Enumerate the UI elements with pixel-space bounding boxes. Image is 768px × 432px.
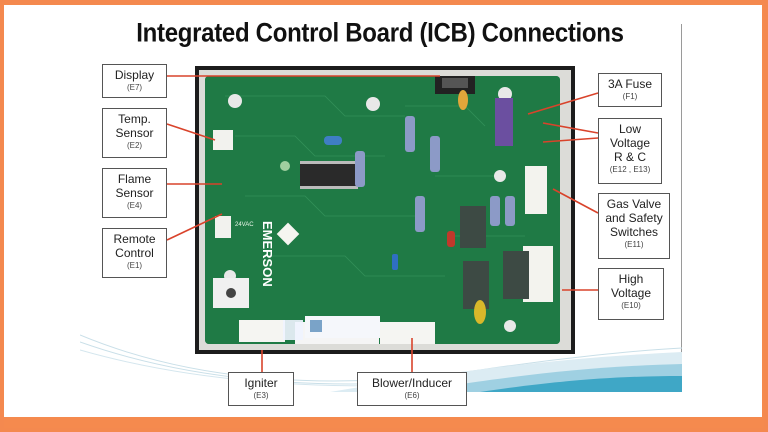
label-fuse-name: 3A Fuse bbox=[607, 77, 653, 91]
label-igniter-name: Igniter bbox=[244, 376, 278, 390]
label-gas-valve: Gas Valve and Safety Switches (E11) bbox=[598, 193, 670, 259]
label-igniter: Igniter (E3) bbox=[228, 372, 294, 406]
label-display-code: (E7) bbox=[126, 83, 143, 92]
circuit-board-graphic: EMERSON 24VAC bbox=[205, 76, 560, 344]
label-blower-name: Blower/Inducer bbox=[371, 376, 453, 390]
label-flame-sensor: Flame Sensor (E4) bbox=[102, 168, 167, 218]
label-remote-control-line2: Control bbox=[115, 246, 154, 260]
label-remote-control-code: (E1) bbox=[126, 261, 143, 270]
svg-text:EMERSON: EMERSON bbox=[260, 221, 275, 287]
label-remote-control-line1: Remote bbox=[113, 232, 156, 246]
label-igniter-code: (E3) bbox=[253, 391, 269, 400]
label-temp-sensor-line1: Temp. bbox=[118, 112, 151, 126]
label-flame-sensor-line1: Flame bbox=[117, 172, 152, 186]
label-fuse: 3A Fuse (F1) bbox=[598, 73, 662, 107]
label-temp-sensor-code: (E2) bbox=[126, 141, 143, 150]
label-low-voltage-line3: R & C bbox=[613, 150, 646, 164]
label-display-name: Display bbox=[114, 68, 155, 82]
label-fuse-code: (F1) bbox=[622, 92, 638, 101]
label-high-voltage-code: (E10) bbox=[621, 301, 641, 310]
label-low-voltage-line1: Low bbox=[618, 122, 641, 136]
label-gas-valve-line1: Gas Valve bbox=[606, 197, 662, 211]
label-high-voltage-line2: Voltage bbox=[610, 286, 652, 300]
slide-divider-line bbox=[681, 24, 682, 379]
label-low-voltage-line2: Voltage bbox=[609, 136, 651, 150]
label-low-voltage-code: (E12 , E13) bbox=[609, 165, 651, 174]
label-high-voltage-line1: High bbox=[618, 272, 644, 286]
label-display: Display (E7) bbox=[102, 64, 167, 98]
label-high-voltage: High Voltage (E10) bbox=[598, 268, 664, 320]
label-gas-valve-line2: and Safety bbox=[605, 211, 663, 225]
label-temp-sensor-line2: Sensor bbox=[115, 126, 154, 140]
label-remote-control: Remote Control (E1) bbox=[102, 228, 167, 278]
label-gas-valve-code: (E11) bbox=[624, 240, 644, 249]
label-blower-inducer: Blower/Inducer (E6) bbox=[357, 372, 467, 406]
label-low-voltage: Low Voltage R & C (E12 , E13) bbox=[598, 118, 662, 184]
label-flame-sensor-code: (E4) bbox=[126, 201, 143, 210]
label-temp-sensor: Temp. Sensor (E2) bbox=[102, 108, 167, 158]
svg-text:24VAC: 24VAC bbox=[235, 222, 254, 228]
label-gas-valve-line3: Switches bbox=[609, 225, 659, 239]
circuit-board: EMERSON 24VAC bbox=[205, 76, 560, 344]
page-title: Integrated Control Board (ICB) Connectio… bbox=[136, 18, 624, 49]
label-flame-sensor-line2: Sensor bbox=[115, 186, 154, 200]
label-blower-code: (E6) bbox=[404, 391, 420, 400]
